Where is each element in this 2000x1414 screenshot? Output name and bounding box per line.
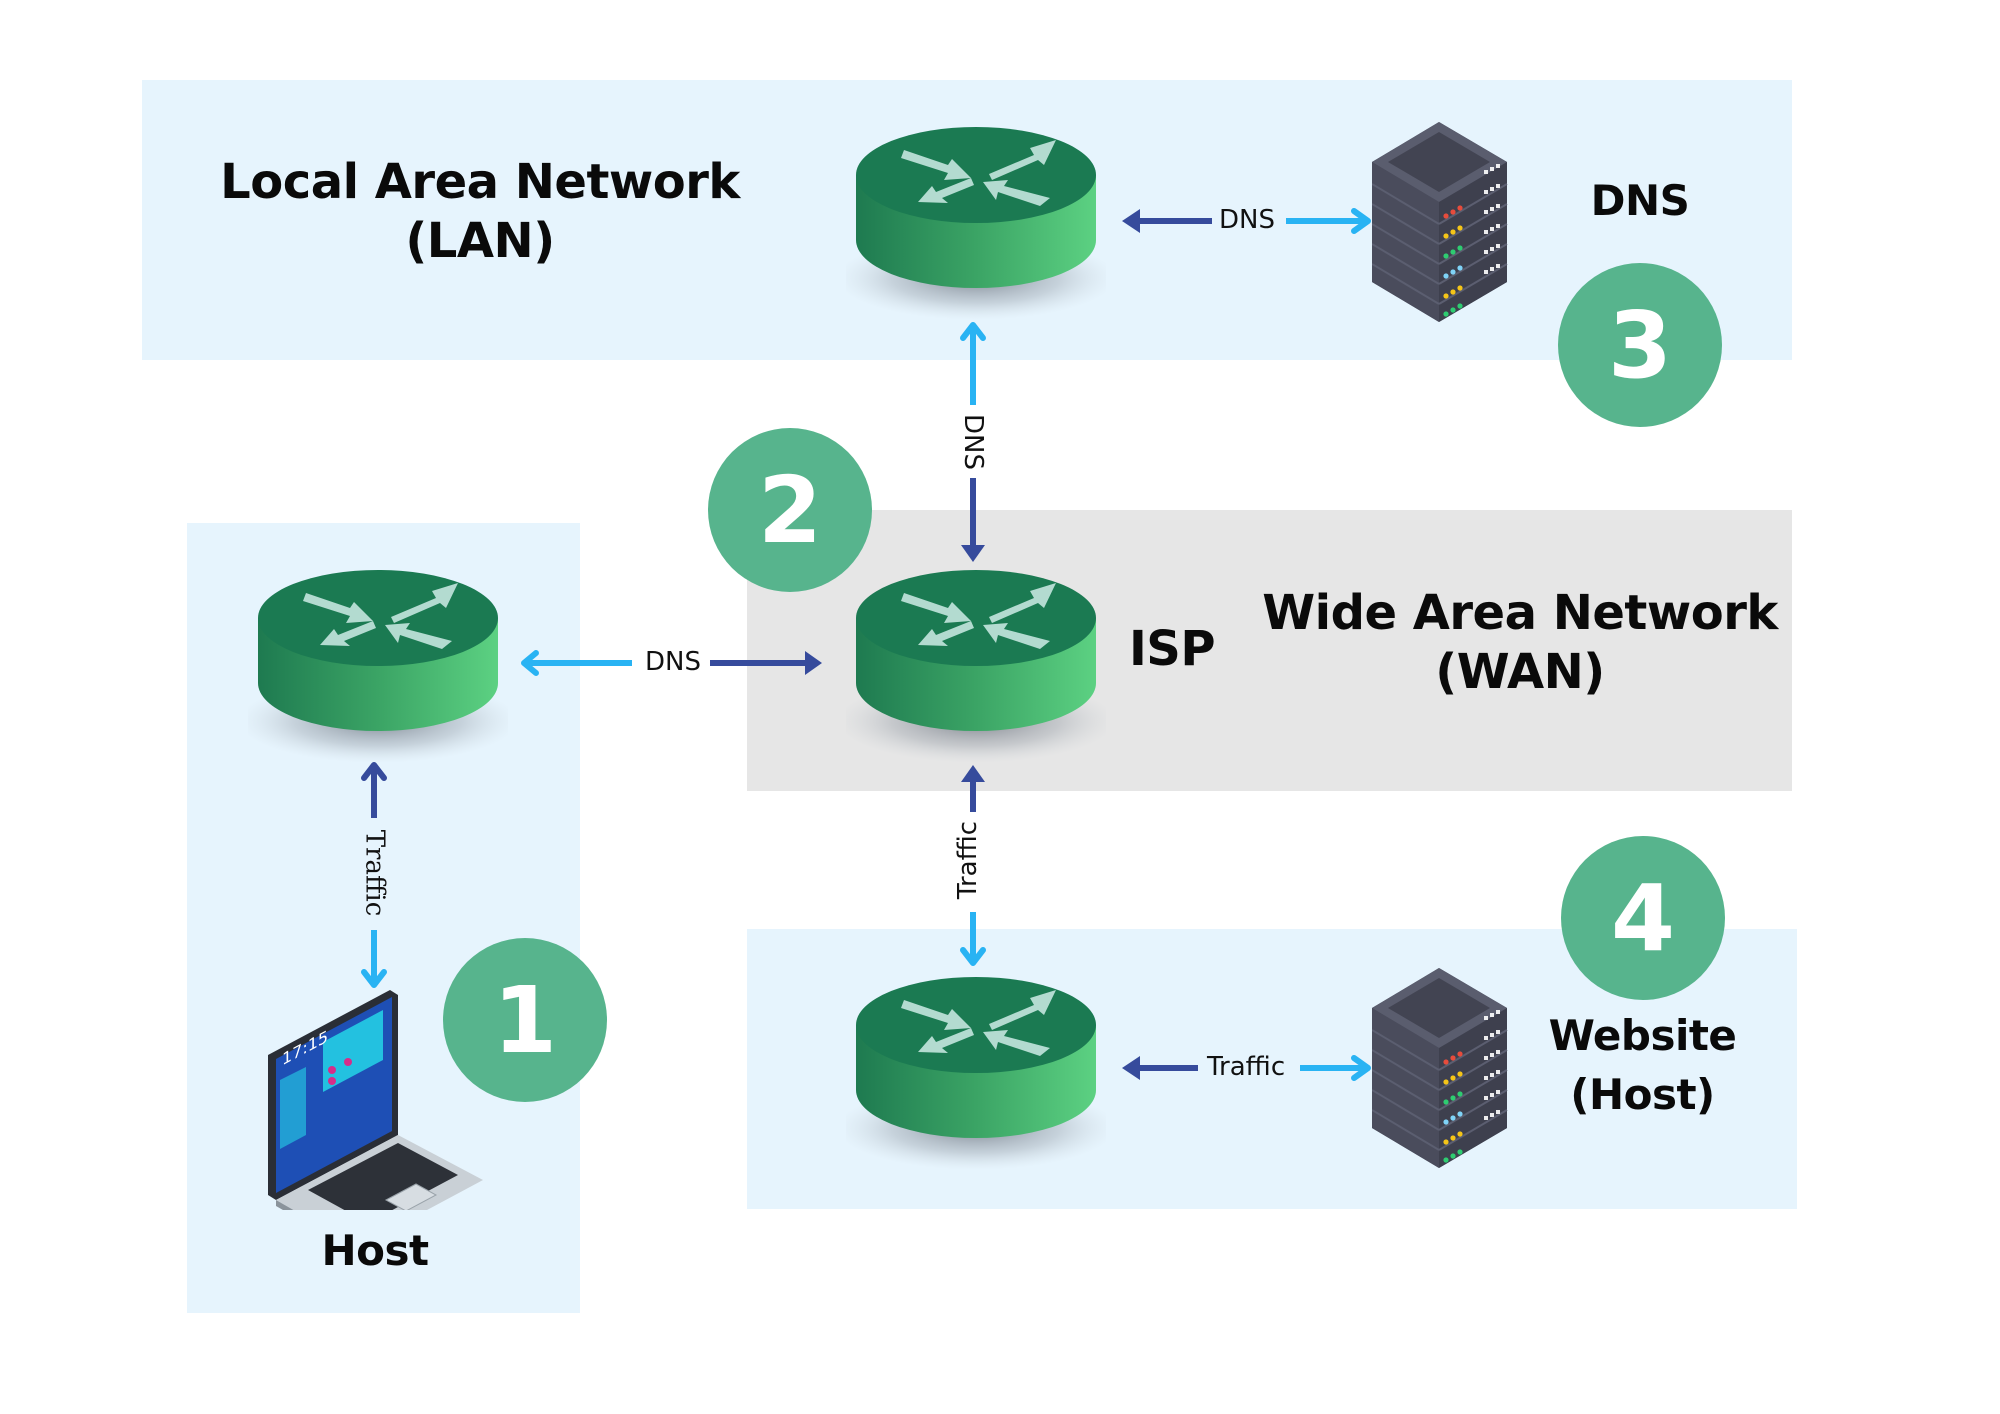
wan-title-line2: (WAN) xyxy=(1435,643,1605,700)
label-laptop-to-host-router: Traffic xyxy=(359,829,390,917)
step-badge-2: 2 xyxy=(708,428,872,592)
arrow-dns-router-to-dns-server xyxy=(1122,208,1371,234)
label-isp-to-dns-router: DNS xyxy=(957,414,988,470)
laptop-icon: 17:15 xyxy=(268,990,483,1210)
arrow-laptop-to-host-router xyxy=(361,762,387,988)
website-title-line2: (Host) xyxy=(1570,1069,1715,1119)
arrow-host-router-to-isp xyxy=(521,650,822,676)
label-host-router-to-isp: DNS xyxy=(645,647,701,677)
isp-label: ISP xyxy=(1128,621,1216,677)
arrow-isp-to-website-router xyxy=(960,765,986,966)
website-title: Website (Host) xyxy=(1500,1007,1785,1125)
arrow-website-router-to-server xyxy=(1122,1055,1371,1081)
step-badge-1: 1 xyxy=(443,938,607,1102)
label-website-router-to-server: Traffic xyxy=(1207,1052,1286,1082)
label-dns-router-to-dns-server: DNS xyxy=(1219,205,1275,235)
arrow-isp-to-dns-router xyxy=(960,322,986,562)
host-label: Host xyxy=(321,1226,429,1275)
wan-title: Wide Area Network (WAN) xyxy=(1255,584,1785,701)
step-badge-3: 3 xyxy=(1558,263,1722,427)
wan-title-line1: Wide Area Network xyxy=(1262,585,1778,641)
lan-title-line2: (LAN) xyxy=(405,212,555,269)
dns-server-label: DNS xyxy=(1590,176,1690,225)
lan-title: Local Area Network (LAN) xyxy=(215,153,745,270)
label-isp-to-website-router: Traffic xyxy=(953,820,984,900)
website-title-line1: Website xyxy=(1548,1011,1737,1060)
lan-title-line1: Local Area Network xyxy=(220,154,740,210)
step-badge-4: 4 xyxy=(1561,836,1725,1000)
